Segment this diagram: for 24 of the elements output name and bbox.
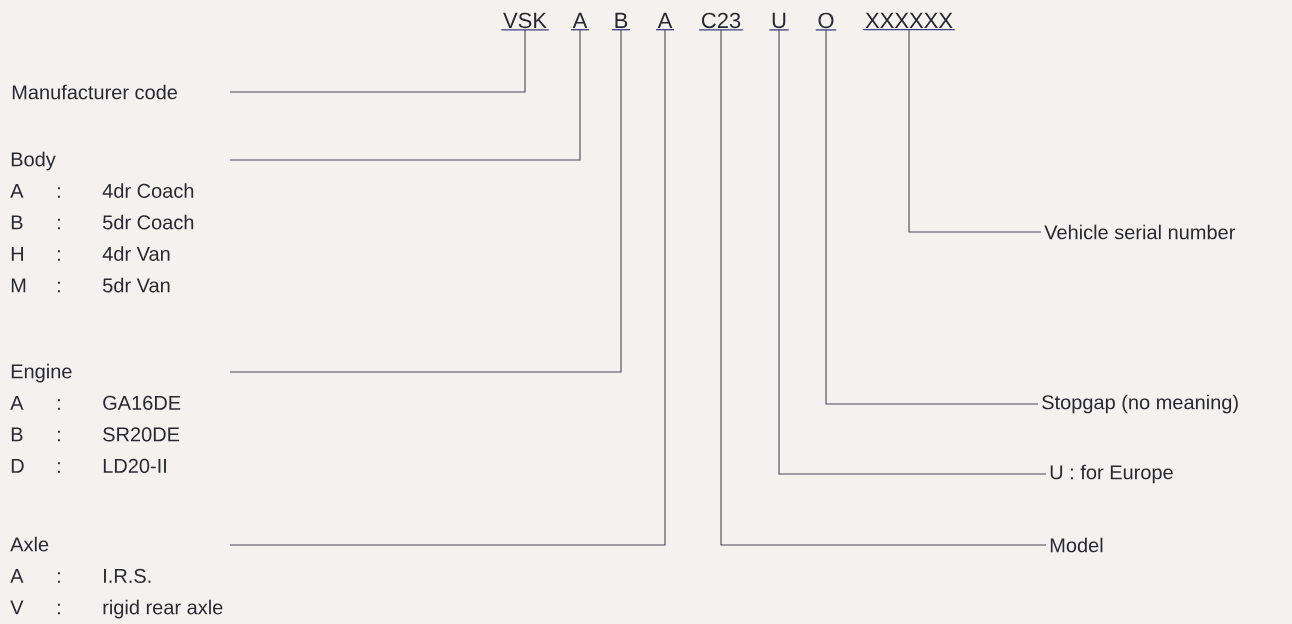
leader-line: [908, 29, 1042, 233]
code-segment: A: [655, 12, 675, 31]
leader-line: [229, 29, 666, 546]
leader-line: [229, 29, 581, 161]
description-text: U : for Europe: [1050, 464, 1173, 484]
leader-line: [720, 29, 1047, 546]
leader-line: [229, 29, 622, 373]
code-segment: XXXXXX: [862, 12, 956, 31]
description-text: Model: [1050, 537, 1103, 553]
description-text: Manufacturer code: [12, 84, 178, 100]
leader-line: [778, 29, 1047, 475]
code-segment: C23: [698, 12, 744, 31]
code-table: Body A : 4dr Coach B : 5dr Coach H : 4dr Van M : 5dr Van: [10, 151, 194, 293]
code-segment: O: [815, 12, 837, 31]
code-segment: U: [768, 12, 790, 31]
leader-line: [229, 29, 526, 93]
code-segment: B: [611, 12, 631, 31]
leader-line: [825, 29, 1039, 405]
code-segment: VSK: [500, 12, 550, 31]
description-text: Vehicle serial number: [1044, 224, 1236, 240]
description-text: Stopgap (no meaning): [1042, 394, 1238, 414]
code-table: Axle A : I.R.S. V : rigid rear axle: [10, 536, 223, 619]
code-table: Engine A : GA16DE B : SR20DE D : LD20-II: [10, 363, 181, 473]
code-segment: A: [570, 12, 590, 31]
